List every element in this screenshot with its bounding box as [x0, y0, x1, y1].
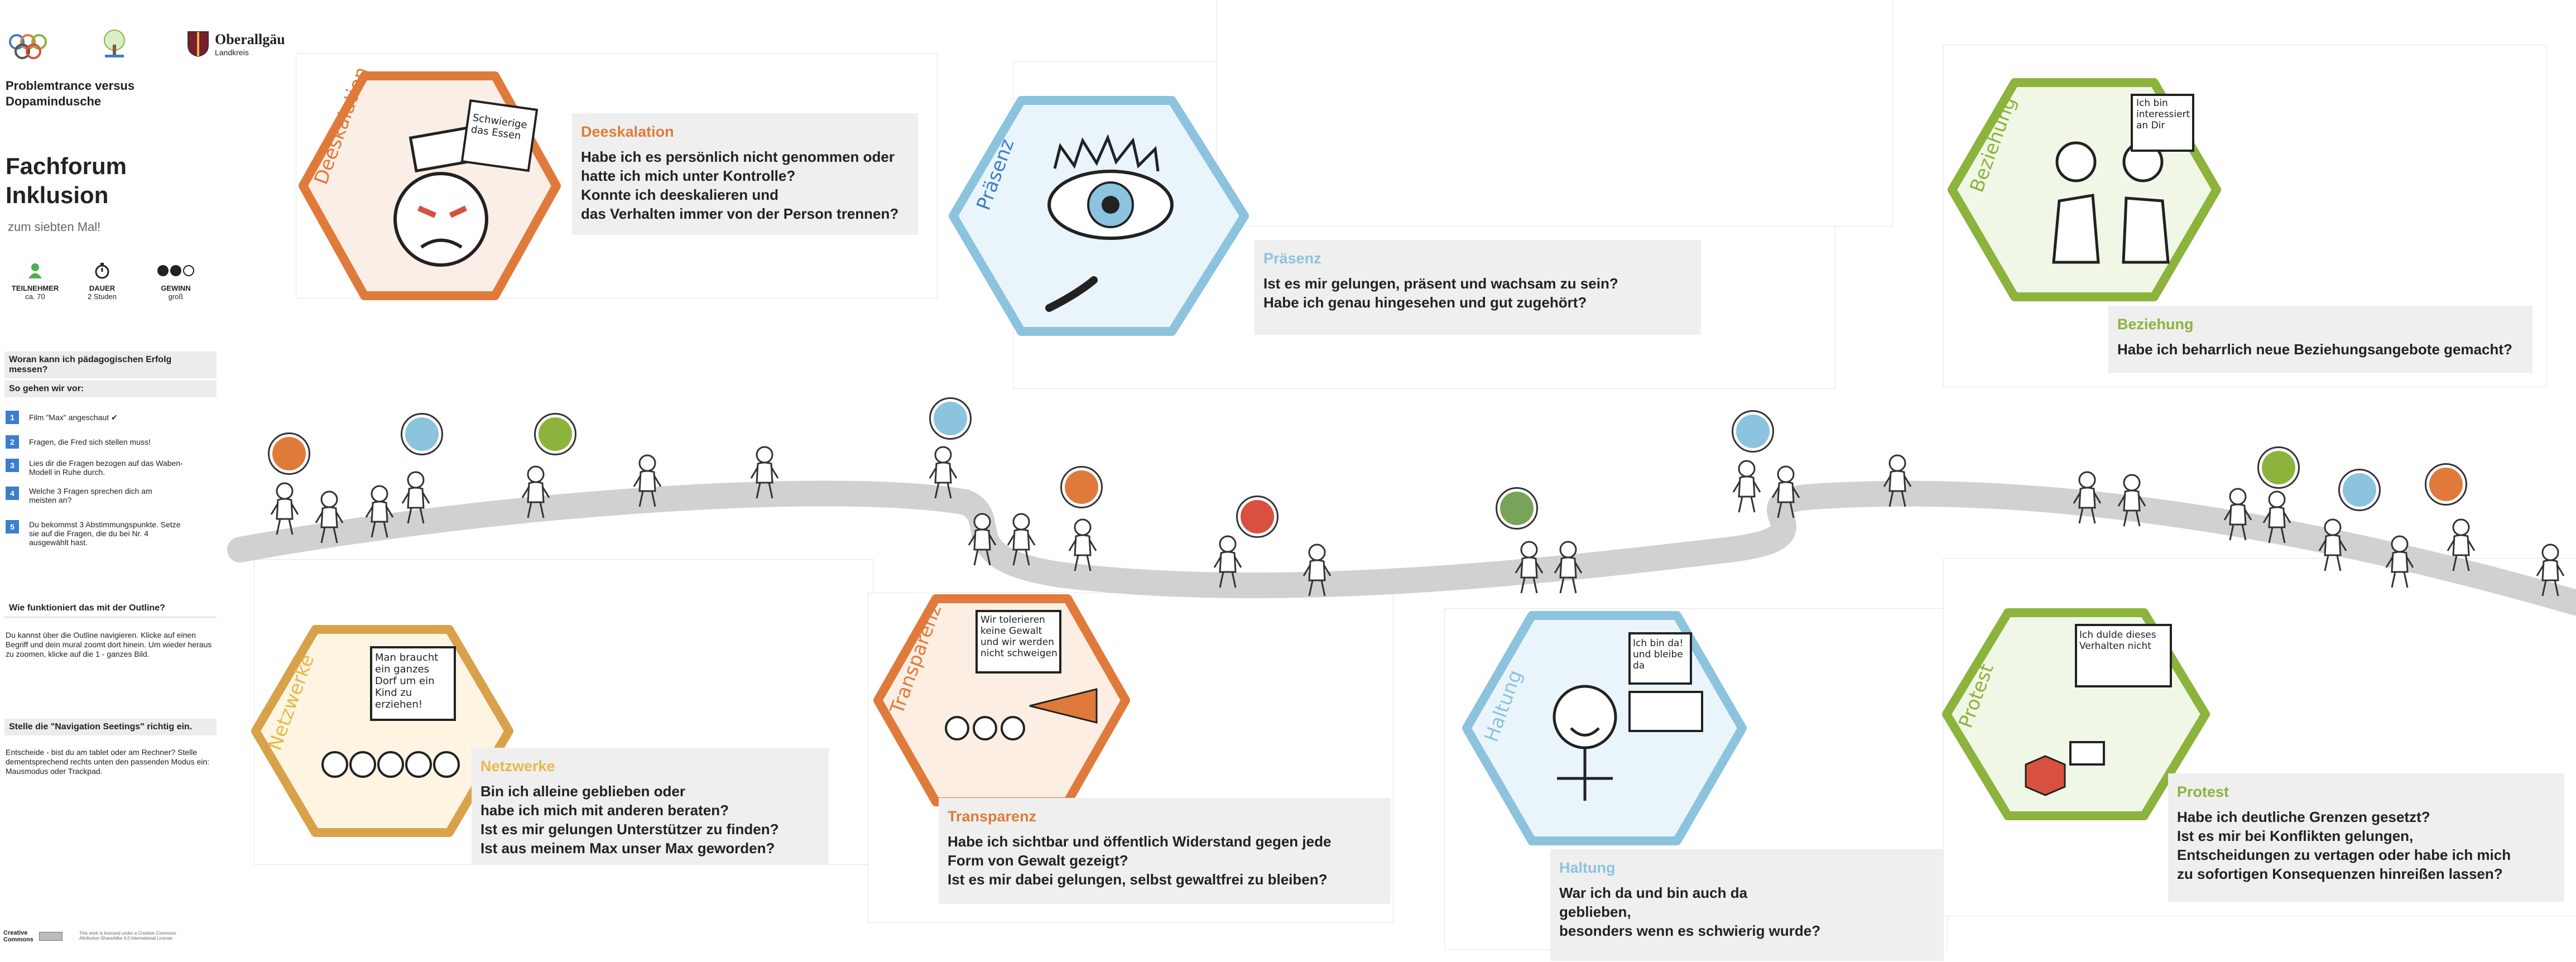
bubble-orange — [2425, 463, 2467, 506]
step-number: 3 — [6, 459, 19, 472]
hex-haltung[interactable]: Haltung Ich bin da! und bleibe da — [1462, 611, 1747, 848]
card-text: Habe ich beharrlich neue Beziehungsangeb… — [2117, 341, 2512, 358]
outline-text: Du kannst über die Outline navigieren. K… — [6, 631, 212, 658]
step-item[interactable]: 4 Welche 3 Fragen sprechen dich am meist… — [6, 487, 162, 504]
step-number: 4 — [6, 487, 19, 500]
hex-speech: Man braucht ein ganzes Dorf um ein Kind … — [375, 652, 439, 710]
hex-netzwerke[interactable]: Netzwerke Man braucht ein ganzes Dorf um… — [251, 625, 513, 840]
hex-speech: Ich dulde dieses Verhalten nicht — [2079, 629, 2156, 652]
stop-sign-icon — [2025, 755, 2066, 796]
license-text: This work is licensed under a Creative C… — [79, 931, 176, 941]
question-heading: Woran kann ich pädagogischen Erfolg mess… — [4, 352, 217, 378]
stat-label: TEILNEHMER — [11, 284, 59, 292]
hex-deeskalation[interactable]: Deeskalation Schwierige das Essen — [299, 64, 561, 303]
card-text: Ist es mir gelungen, präsent und wachsam… — [1263, 275, 1618, 311]
bubble-green — [1496, 487, 1538, 530]
tagline: zum siebten Mal! — [8, 220, 101, 234]
bubble-red — [1236, 496, 1279, 538]
forum-logo — [6, 28, 50, 64]
card-text: Habe ich sichtbar und öffentlich Widerst… — [948, 833, 1332, 888]
bubble-orange — [268, 432, 310, 475]
stat-label: DAUER — [89, 284, 116, 292]
card-title: Präsenz — [1263, 250, 1321, 267]
card-text: Habe ich es persönlich nicht genommen od… — [581, 148, 899, 222]
title-line-1: Fachforum — [6, 153, 127, 179]
org-name: Oberallgäu — [215, 31, 285, 47]
stat-participants: TEILNEHMER ca. 70 — [10, 262, 60, 301]
card-text: Habe ich deutliche Grenzen gesetzt? Ist … — [2177, 809, 2511, 882]
card-text: Bin ich alleine geblieben oder habe ich … — [480, 783, 779, 857]
step-item[interactable]: 2 Fragen, die Fred sich stellen muss! — [6, 435, 218, 449]
outline-heading: Wie funktioniert das mit der Outline? — [4, 600, 217, 618]
card-deeskalation[interactable]: Deeskalation Habe ich es persönlich nich… — [572, 113, 918, 235]
org-sub: Landkreis — [215, 48, 249, 57]
panel-top — [1217, 0, 1893, 227]
hex-speech: Wir tolerieren keine Gewalt und wir werd… — [981, 614, 1058, 659]
card-praesenz[interactable]: Präsenz Ist es mir gelungen, präsent und… — [1255, 240, 1701, 335]
bubble-green — [534, 413, 576, 455]
stat-label: GEWINN — [161, 284, 191, 292]
card-netzwerke[interactable]: Netzwerke Bin ich alleine geblieben oder… — [472, 748, 829, 865]
step-number: 2 — [6, 435, 19, 449]
bubble-blue — [929, 397, 972, 440]
step-text: Lies dir die Fragen bezogen auf das Wabe… — [29, 459, 183, 477]
title-line-2: Inklusion — [6, 182, 109, 208]
nav-heading: Stelle die "Navigation Seetings" richtig… — [4, 719, 217, 735]
stat-value: 2 Studen — [87, 292, 117, 301]
card-title: Netzwerke — [480, 758, 555, 775]
license-label: Creative Commons — [3, 930, 33, 943]
bubble-blue — [401, 413, 443, 455]
step-number: 5 — [6, 520, 19, 533]
sidebar: Oberallgäu Landkreis Problemtrance versu… — [0, 0, 285, 962]
card-title: Beziehung — [2117, 316, 2194, 333]
stat-gain: GEWINN groß — [151, 262, 201, 301]
bubble-blue — [2338, 469, 2381, 511]
hex-speech: Ich bin da! und bleibe da — [1633, 638, 1684, 671]
card-title: Transparenz — [948, 808, 1037, 825]
card-title: Protest — [2177, 783, 2229, 800]
step-item[interactable]: 3 Lies dir die Fragen bezogen auf das Wa… — [6, 459, 184, 477]
bubble-orange — [1060, 466, 1103, 508]
cc-badge-icon — [39, 932, 63, 941]
step-text: Fragen, die Fred sich stellen muss! — [29, 437, 151, 446]
step-text: Du bekommst 3 Abstimmungspunkte. Setze s… — [29, 520, 181, 547]
steps-heading: So gehen wir vor: — [4, 381, 217, 397]
hex-speech: Ich bin interessiert an Dir — [2136, 98, 2190, 131]
hex-protest[interactable]: Protest Ich dulde dieses Verhalten nicht — [1942, 608, 2210, 823]
tree-logo — [100, 28, 128, 64]
card-title: Haltung — [1559, 859, 1616, 876]
stopwatch-icon — [95, 263, 109, 279]
step-item[interactable]: 5 Du bekommst 3 Abstimmungspunkte. Setze… — [6, 520, 190, 547]
dots-icon — [157, 265, 194, 276]
hex-beziehung[interactable]: Beziehung Ich bin interessiert an Dir — [1948, 78, 2221, 304]
stat-value: groß — [168, 292, 184, 301]
card-protest[interactable]: Protest Habe ich deutliche Grenzen geset… — [2168, 773, 2564, 902]
card-haltung[interactable]: Haltung War ich da und bin auch da gebli… — [1550, 849, 1944, 961]
bubble-blue — [1732, 410, 1774, 453]
card-beziehung[interactable]: Beziehung Habe ich beharrlich neue Bezie… — [2108, 306, 2532, 373]
hex-praesenz[interactable]: Präsenz — [949, 96, 1250, 339]
angry-face-icon — [393, 172, 488, 267]
card-title: Deeskalation — [581, 123, 674, 140]
step-item[interactable]: 1 Film "Max" angeschaut ✔ — [6, 411, 218, 424]
stat-duration: DAUER 2 Studen — [77, 262, 127, 301]
step-number: 1 — [6, 411, 19, 424]
step-text: Welche 3 Fragen sprechen dich am meisten… — [29, 487, 152, 504]
subtitle: Problemtrance versus Dopamindusche — [6, 79, 135, 108]
oberallgaeu-logo: Oberallgäu Landkreis — [187, 31, 285, 57]
bubble-green — [2257, 446, 2300, 489]
person-icon — [28, 263, 42, 278]
page-title: Fachforum Inklusion — [6, 152, 127, 210]
step-text: Film "Max" angeschaut ✔ — [29, 413, 118, 422]
card-text: War ich da und bin auch da geblieben, be… — [1559, 884, 1821, 939]
card-transparenz[interactable]: Transparenz Habe ich sichtbar und öffent… — [939, 798, 1391, 904]
nav-text: Entscheide - bist du am tablet oder am R… — [6, 748, 210, 776]
stat-value: ca. 70 — [25, 292, 45, 301]
coat-of-arms-icon — [188, 31, 209, 57]
